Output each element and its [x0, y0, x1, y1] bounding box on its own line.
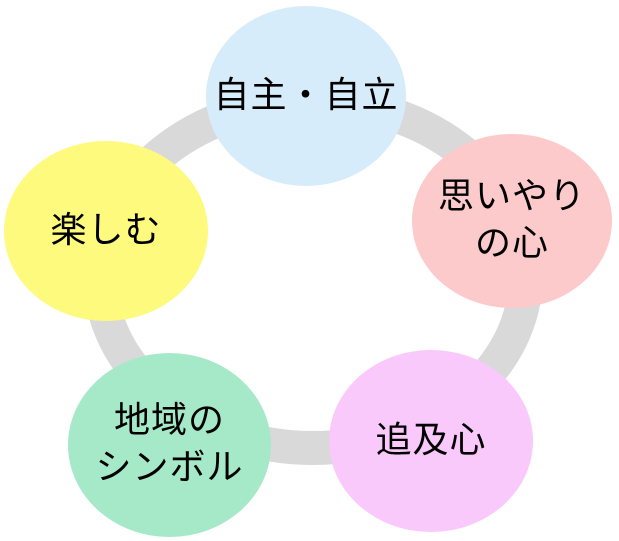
node-enjoy-label: 楽しむ [50, 209, 162, 251]
node-autonomy: 自主・自立 [206, 6, 406, 186]
node-enjoy: 楽しむ [4, 141, 208, 321]
node-compassion: 思いやり の心 [412, 134, 612, 308]
node-compassion-label: 思いやり の心 [437, 176, 586, 264]
node-inquisitiveness: 追及心 [329, 350, 533, 532]
node-community-symbol: 地域の シンボル [68, 353, 271, 537]
node-inquisitiveness-label: 追及心 [375, 419, 487, 461]
node-autonomy-label: 自主・自立 [213, 74, 399, 116]
node-community-symbol-label: 地域の シンボル [95, 400, 244, 488]
